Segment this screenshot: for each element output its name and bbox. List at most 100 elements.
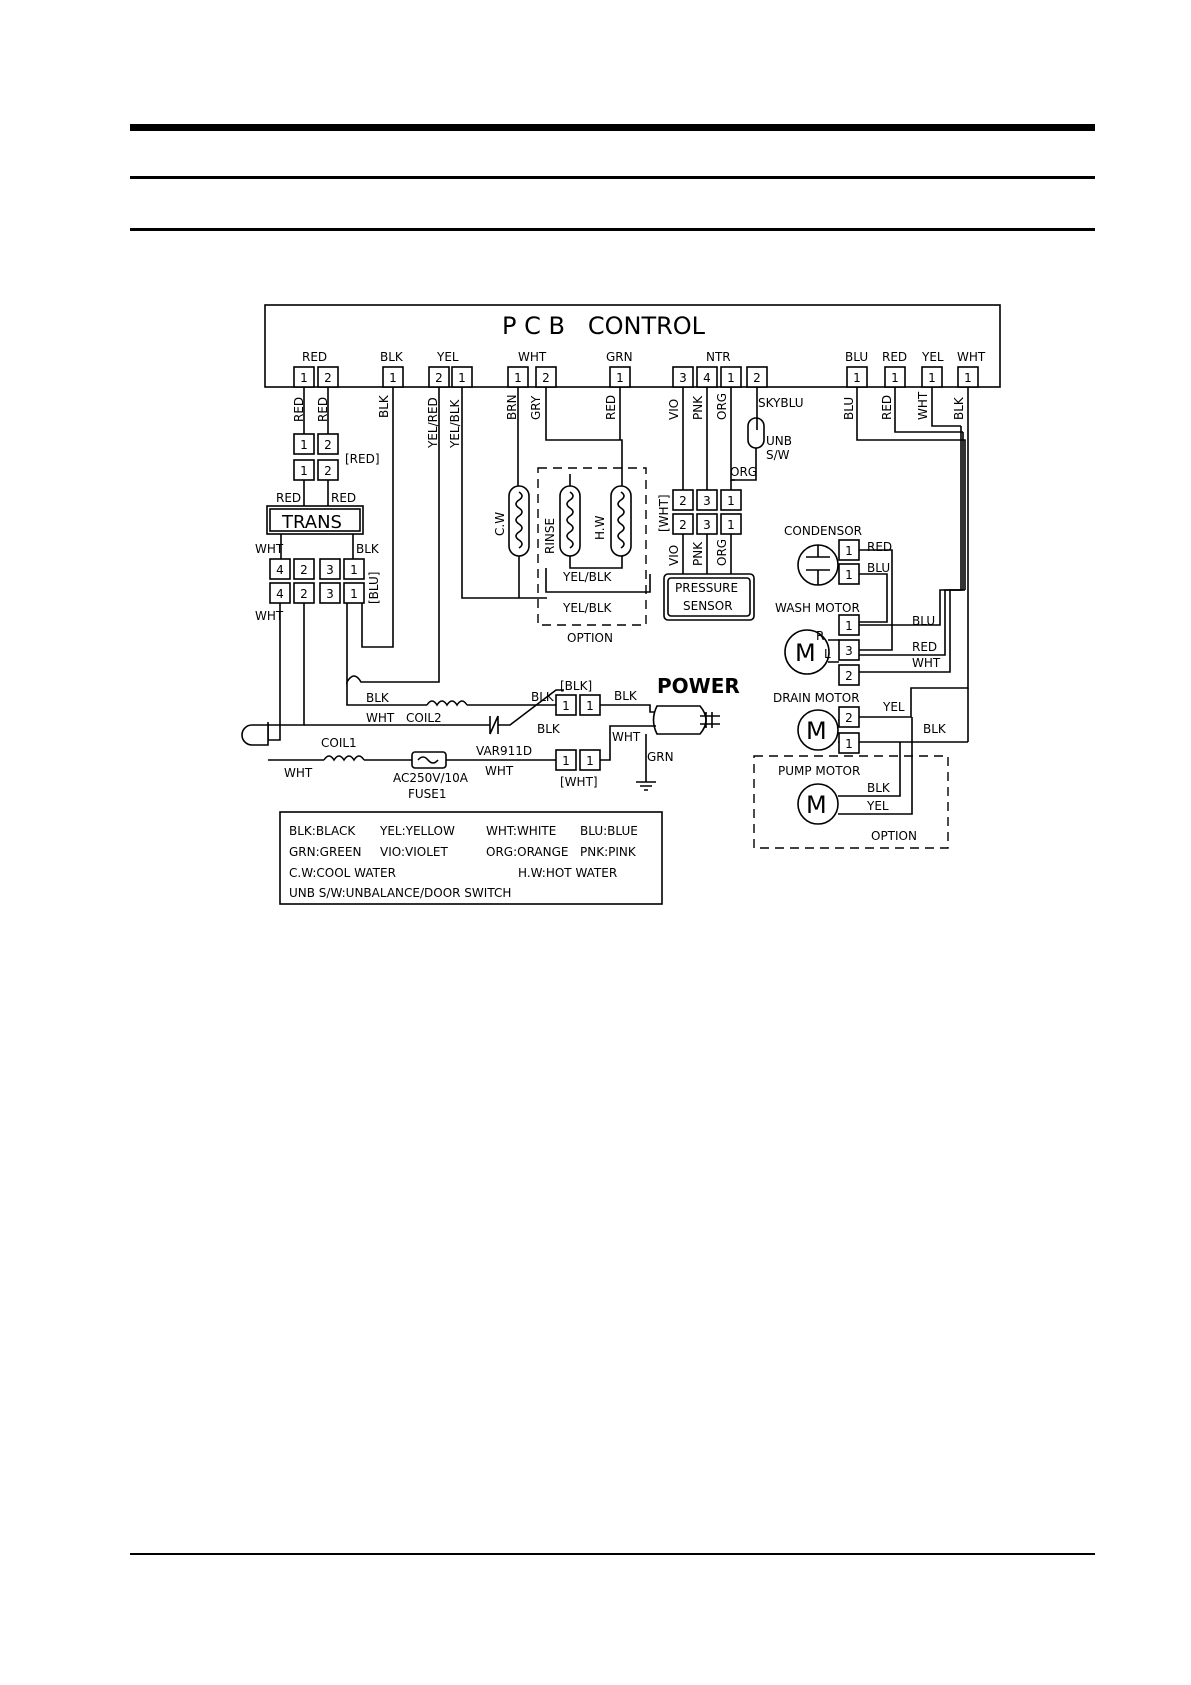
wire bbox=[838, 717, 913, 815]
svg-text:1: 1 bbox=[727, 494, 735, 508]
wire bbox=[268, 603, 281, 741]
wire bbox=[303, 480, 329, 506]
svg-text:3: 3 bbox=[845, 644, 853, 658]
pressure-wire-label: PNK bbox=[691, 541, 705, 566]
power-wht-tag: [WHT] bbox=[560, 775, 598, 789]
svg-text:1: 1 bbox=[853, 371, 861, 385]
pcb-connector-grn: 1 bbox=[609, 366, 631, 388]
hw-valve bbox=[610, 485, 632, 557]
svg-text:3: 3 bbox=[326, 563, 334, 577]
condensor-connector: 1 1 bbox=[838, 539, 860, 585]
red-connector: 1 2 1 2 bbox=[293, 433, 339, 481]
legend-item: PNK:PINK bbox=[580, 845, 637, 859]
wire-label: BLK bbox=[377, 394, 391, 418]
svg-text:2: 2 bbox=[845, 711, 853, 725]
svg-text:2: 2 bbox=[324, 464, 332, 478]
header-rule-bottom bbox=[130, 228, 1095, 231]
legend-item: H.W:HOT WATER bbox=[518, 866, 617, 880]
pump-blk-label: BLK bbox=[867, 781, 891, 795]
wire bbox=[859, 573, 888, 623]
svg-text:2: 2 bbox=[324, 438, 332, 452]
drain-motor-m: M bbox=[806, 717, 827, 745]
pressure-sensor bbox=[663, 573, 755, 621]
circuit-blk-sw-label: BLK bbox=[537, 722, 561, 736]
svg-text:3: 3 bbox=[703, 518, 711, 532]
wire-label: VIO bbox=[667, 399, 681, 420]
svg-text:4: 4 bbox=[703, 371, 711, 385]
header-rule-top bbox=[130, 124, 1095, 131]
legend-item: BLK:BLACK bbox=[289, 824, 356, 838]
legend-item: YEL:YELLOW bbox=[379, 824, 455, 838]
wire bbox=[856, 387, 966, 590]
pcb-group-label: WHT bbox=[957, 350, 986, 364]
power-blk-connector: 1 1 bbox=[555, 694, 601, 716]
svg-text:1: 1 bbox=[964, 371, 972, 385]
wire bbox=[280, 534, 354, 560]
svg-text:3: 3 bbox=[703, 494, 711, 508]
wash-wht-label: WHT bbox=[912, 656, 941, 670]
svg-text:1: 1 bbox=[350, 587, 358, 601]
wire bbox=[731, 448, 757, 481]
svg-text:2: 2 bbox=[300, 563, 308, 577]
wire bbox=[303, 387, 329, 434]
circuit-blk-mid-label: BLK bbox=[531, 690, 555, 704]
drain-motor-connector: 2 1 bbox=[838, 706, 860, 754]
wire bbox=[682, 387, 732, 490]
svg-text:1: 1 bbox=[514, 371, 522, 385]
svg-text:2: 2 bbox=[753, 371, 761, 385]
power-wht-connector: 1 1 bbox=[555, 749, 601, 771]
circuit-wht-label: WHT bbox=[366, 711, 395, 725]
svg-text:1: 1 bbox=[586, 699, 594, 713]
pcb-group-label: BLK bbox=[380, 350, 404, 364]
unb-skyblu-label: SKYBLU bbox=[758, 396, 804, 410]
pump-option-label: OPTION bbox=[871, 829, 917, 843]
circuit-blk-out-label: BLK bbox=[614, 689, 638, 703]
hw-label: H.W bbox=[593, 515, 607, 540]
svg-text:1: 1 bbox=[458, 371, 466, 385]
pcb-connector-wht: 1 2 bbox=[507, 366, 557, 388]
svg-text:1: 1 bbox=[562, 699, 570, 713]
svg-text:2: 2 bbox=[845, 669, 853, 683]
svg-text:2: 2 bbox=[435, 371, 443, 385]
wire bbox=[361, 387, 394, 648]
wire-label: BLU bbox=[842, 397, 856, 420]
wire bbox=[569, 556, 623, 569]
legend-item: GRN:GREEN bbox=[289, 845, 361, 859]
drain-blk-label: BLK bbox=[923, 722, 947, 736]
svg-text:1: 1 bbox=[616, 371, 624, 385]
pump-motor-label: PUMP MOTOR bbox=[778, 764, 860, 778]
circuit-wht-var-label: WHT bbox=[485, 764, 514, 778]
header-rule-middle bbox=[130, 176, 1095, 179]
pressure-label-1: PRESSURE bbox=[675, 581, 738, 595]
rinse-valve bbox=[559, 485, 581, 557]
valve-yelblk-label: YEL/BLK bbox=[562, 570, 613, 584]
svg-text:2: 2 bbox=[324, 371, 332, 385]
circuit-wht-plug-label: WHT bbox=[612, 730, 641, 744]
svg-text:1: 1 bbox=[389, 371, 397, 385]
wire-label: YEL/RED bbox=[426, 397, 440, 449]
svg-text:1: 1 bbox=[845, 568, 853, 582]
wire-label: RED bbox=[880, 395, 894, 420]
svg-text:1: 1 bbox=[845, 619, 853, 633]
wire-label: ORG bbox=[715, 393, 729, 420]
legend-item: ORG:ORANGE bbox=[486, 845, 569, 859]
svg-text:1: 1 bbox=[845, 544, 853, 558]
drain-motor-symbol bbox=[797, 709, 839, 751]
unb-label-1: UNB bbox=[766, 434, 792, 448]
wash-motor-m: M bbox=[795, 639, 816, 667]
pcb-group-label: WHT bbox=[518, 350, 547, 364]
svg-text:4: 4 bbox=[276, 563, 284, 577]
condensor-red-label: RED bbox=[867, 540, 892, 554]
rinse-label: RINSE bbox=[543, 518, 557, 554]
svg-text:1: 1 bbox=[845, 737, 853, 751]
trans-label: TRANS bbox=[281, 512, 342, 533]
coil2-label: COIL2 bbox=[406, 711, 442, 725]
pump-motor-m: M bbox=[806, 791, 827, 819]
wire-label: RED bbox=[292, 397, 306, 422]
drain-yel-label: YEL bbox=[882, 700, 905, 714]
fuse-element bbox=[417, 756, 439, 764]
pcb-group-label: GRN bbox=[606, 350, 633, 364]
legend-item: VIO:VIOLET bbox=[380, 845, 448, 859]
fuse-name-label: FUSE1 bbox=[408, 787, 447, 801]
lamp-symbol bbox=[241, 724, 269, 746]
